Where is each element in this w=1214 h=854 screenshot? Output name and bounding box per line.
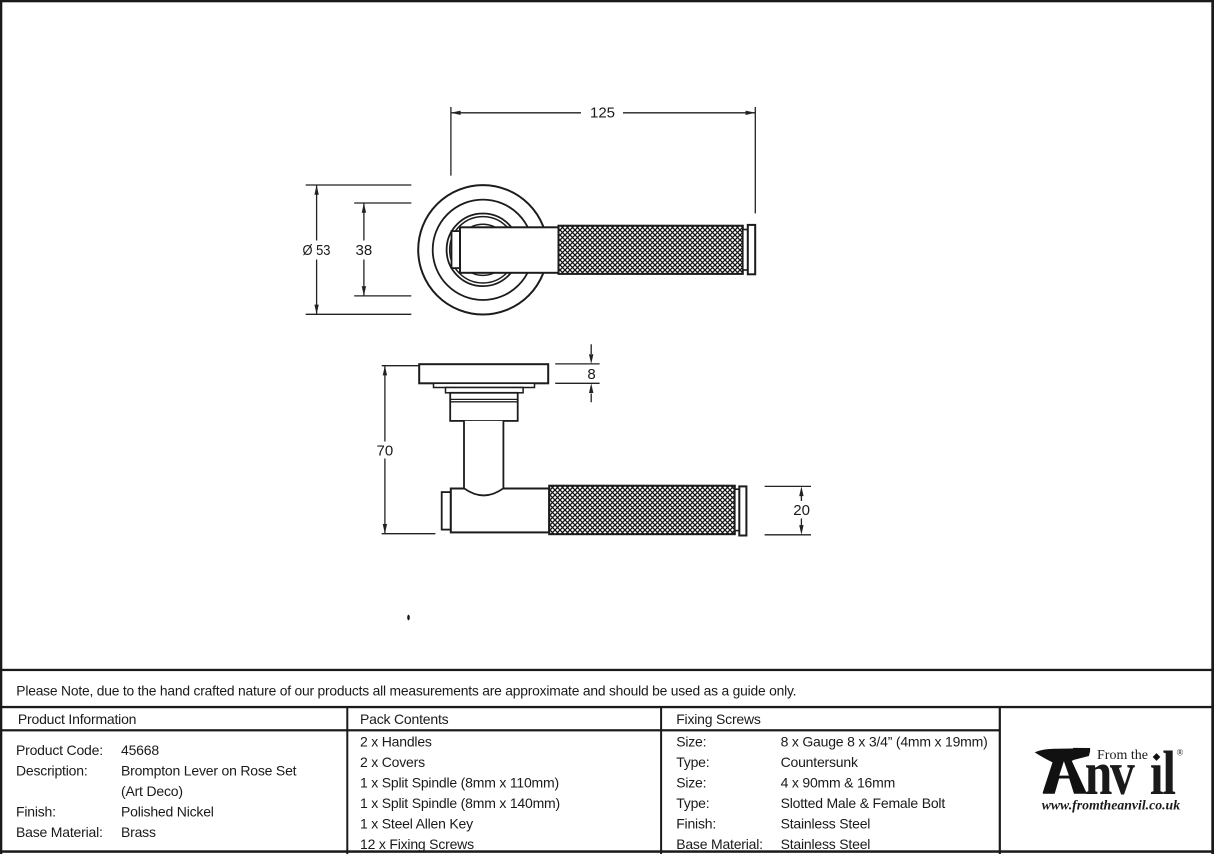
svg-text:Polished Nickel: Polished Nickel xyxy=(121,804,214,820)
svg-text:Finish:: Finish: xyxy=(676,816,716,832)
svg-text:Type:: Type: xyxy=(676,795,709,811)
svg-text:2 x Handles: 2 x Handles xyxy=(360,734,432,750)
svg-text:Base Material:: Base Material: xyxy=(676,836,763,852)
svg-text:Brass: Brass xyxy=(121,824,156,840)
svg-text:Ø 53: Ø 53 xyxy=(303,242,331,259)
svg-text:Product Information: Product Information xyxy=(18,711,136,727)
svg-text:®: ® xyxy=(1177,748,1184,758)
svg-text:(Art Deco): (Art Deco) xyxy=(121,783,183,799)
svg-text:Type:: Type: xyxy=(676,754,709,770)
svg-text:Size:: Size: xyxy=(676,734,706,750)
svg-text:Finish:: Finish: xyxy=(16,804,56,820)
svg-text:12 x Fixing Screws: 12 x Fixing Screws xyxy=(360,836,474,852)
svg-text:Stainless Steel: Stainless Steel xyxy=(781,816,871,832)
svg-text:nvıl: nvıl xyxy=(1085,740,1176,808)
svg-text:Please Note, due to the hand c: Please Note, due to the hand crafted nat… xyxy=(16,682,796,698)
svg-text:www.fromtheanvil.co.uk: www.fromtheanvil.co.uk xyxy=(1042,799,1180,814)
svg-text:Brompton Lever on Rose Set: Brompton Lever on Rose Set xyxy=(121,763,297,779)
svg-text:Pack Contents: Pack Contents xyxy=(360,711,449,727)
svg-text:Stainless Steel: Stainless Steel xyxy=(781,836,871,852)
svg-text:70: 70 xyxy=(377,442,394,459)
svg-text:Size:: Size: xyxy=(676,775,706,791)
svg-text:2 x Covers: 2 x Covers xyxy=(360,754,425,770)
svg-text:4 x 90mm & 16mm: 4 x 90mm & 16mm xyxy=(781,775,895,791)
svg-text:45668: 45668 xyxy=(121,742,159,758)
svg-text:Product Code:: Product Code: xyxy=(16,742,103,758)
svg-text:Base Material:: Base Material: xyxy=(16,824,103,840)
svg-text:Countersunk: Countersunk xyxy=(781,754,859,770)
svg-text:Description:: Description: xyxy=(16,763,88,779)
svg-text:Fixing Screws: Fixing Screws xyxy=(676,711,761,727)
svg-text:8 x Gauge 8 x 3/4” (4mm x 19mm: 8 x Gauge 8 x 3/4” (4mm x 19mm) xyxy=(781,734,988,750)
svg-text:8: 8 xyxy=(587,366,595,383)
svg-text:From the: From the xyxy=(1097,748,1148,763)
svg-text:125: 125 xyxy=(590,105,615,122)
svg-text:38: 38 xyxy=(356,242,373,259)
svg-text:1 x Split Spindle (8mm x 140mm: 1 x Split Spindle (8mm x 140mm) xyxy=(360,795,560,811)
svg-text:1 x Steel Allen Key: 1 x Steel Allen Key xyxy=(360,816,473,832)
svg-text:1 x Split Spindle (8mm x 110mm: 1 x Split Spindle (8mm x 110mm) xyxy=(360,775,559,791)
svg-text:20: 20 xyxy=(793,502,810,519)
svg-text:Slotted Male & Female Bolt: Slotted Male & Female Bolt xyxy=(781,795,946,811)
